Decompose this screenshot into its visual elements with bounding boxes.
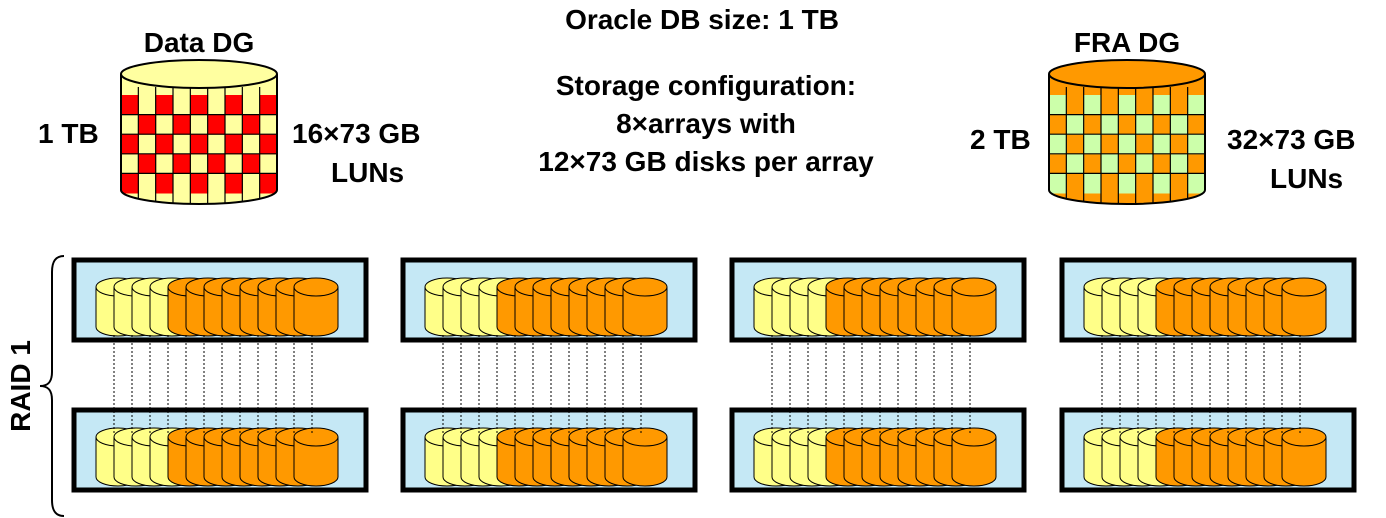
- storage-config-line-1: Storage configuration:: [556, 70, 856, 101]
- db-size-label: Oracle DB size: 1 TB: [565, 4, 839, 35]
- data-dg-group: Data DG 1 TB 16×73 GB LUNs: [38, 27, 420, 205]
- disk-icon: [622, 277, 668, 337]
- fra-dg-title: FRA DG: [1074, 27, 1180, 58]
- grid-lines: [121, 87, 277, 204]
- data-dg-luns-count: 16×73 GB: [292, 118, 420, 149]
- checker-pattern: [121, 95, 277, 194]
- disk-array-2: [400, 257, 698, 343]
- fra-dg-luns-count: 32×73 GB: [1227, 124, 1355, 155]
- disk-icon: [951, 427, 997, 487]
- disk-array-6: [400, 407, 698, 493]
- fra-dg-cylinder-icon: [1048, 59, 1206, 205]
- cylinder-outline: [120, 74, 278, 205]
- grid-lines: [1049, 87, 1205, 204]
- disk-array-5: [71, 407, 369, 493]
- disk-icon: [951, 277, 997, 337]
- disk-array-4: [1059, 257, 1357, 343]
- disk-icon: [1281, 277, 1327, 337]
- disk-array-1: [71, 257, 369, 343]
- cylinder-top: [1048, 59, 1206, 89]
- storage-config-line-3: 12×73 GB disks per array: [538, 146, 874, 177]
- data-dg-size: 1 TB: [38, 118, 99, 149]
- raid-label: RAID 1: [5, 340, 36, 432]
- disk-arrays: [71, 257, 1357, 493]
- fra-dg-luns-label: LUNs: [1270, 163, 1343, 194]
- fra-dg-group: FRA DG 2 TB 32×73 GB LUNs: [970, 27, 1355, 205]
- disk-array-8: [1059, 407, 1357, 493]
- checker-pattern: [1049, 95, 1205, 194]
- raid-brace: [39, 255, 65, 517]
- disk-icon: [1281, 427, 1327, 487]
- storage-config-line-2: 8×arrays with: [616, 108, 796, 139]
- data-dg-title: Data DG: [144, 27, 254, 58]
- raid-mirror-lines: [113, 335, 1301, 435]
- disk-array-7: [729, 407, 1027, 493]
- fra-dg-size: 2 TB: [970, 124, 1031, 155]
- disk-icon: [293, 277, 339, 337]
- data-dg-cylinder-icon: [120, 59, 278, 205]
- data-dg-luns-label: LUNs: [331, 157, 404, 188]
- cylinder-top: [120, 59, 278, 89]
- disk-icon: [293, 427, 339, 487]
- cylinder-outline: [1048, 74, 1206, 205]
- disk-array-3: [729, 257, 1027, 343]
- disk-icon: [622, 427, 668, 487]
